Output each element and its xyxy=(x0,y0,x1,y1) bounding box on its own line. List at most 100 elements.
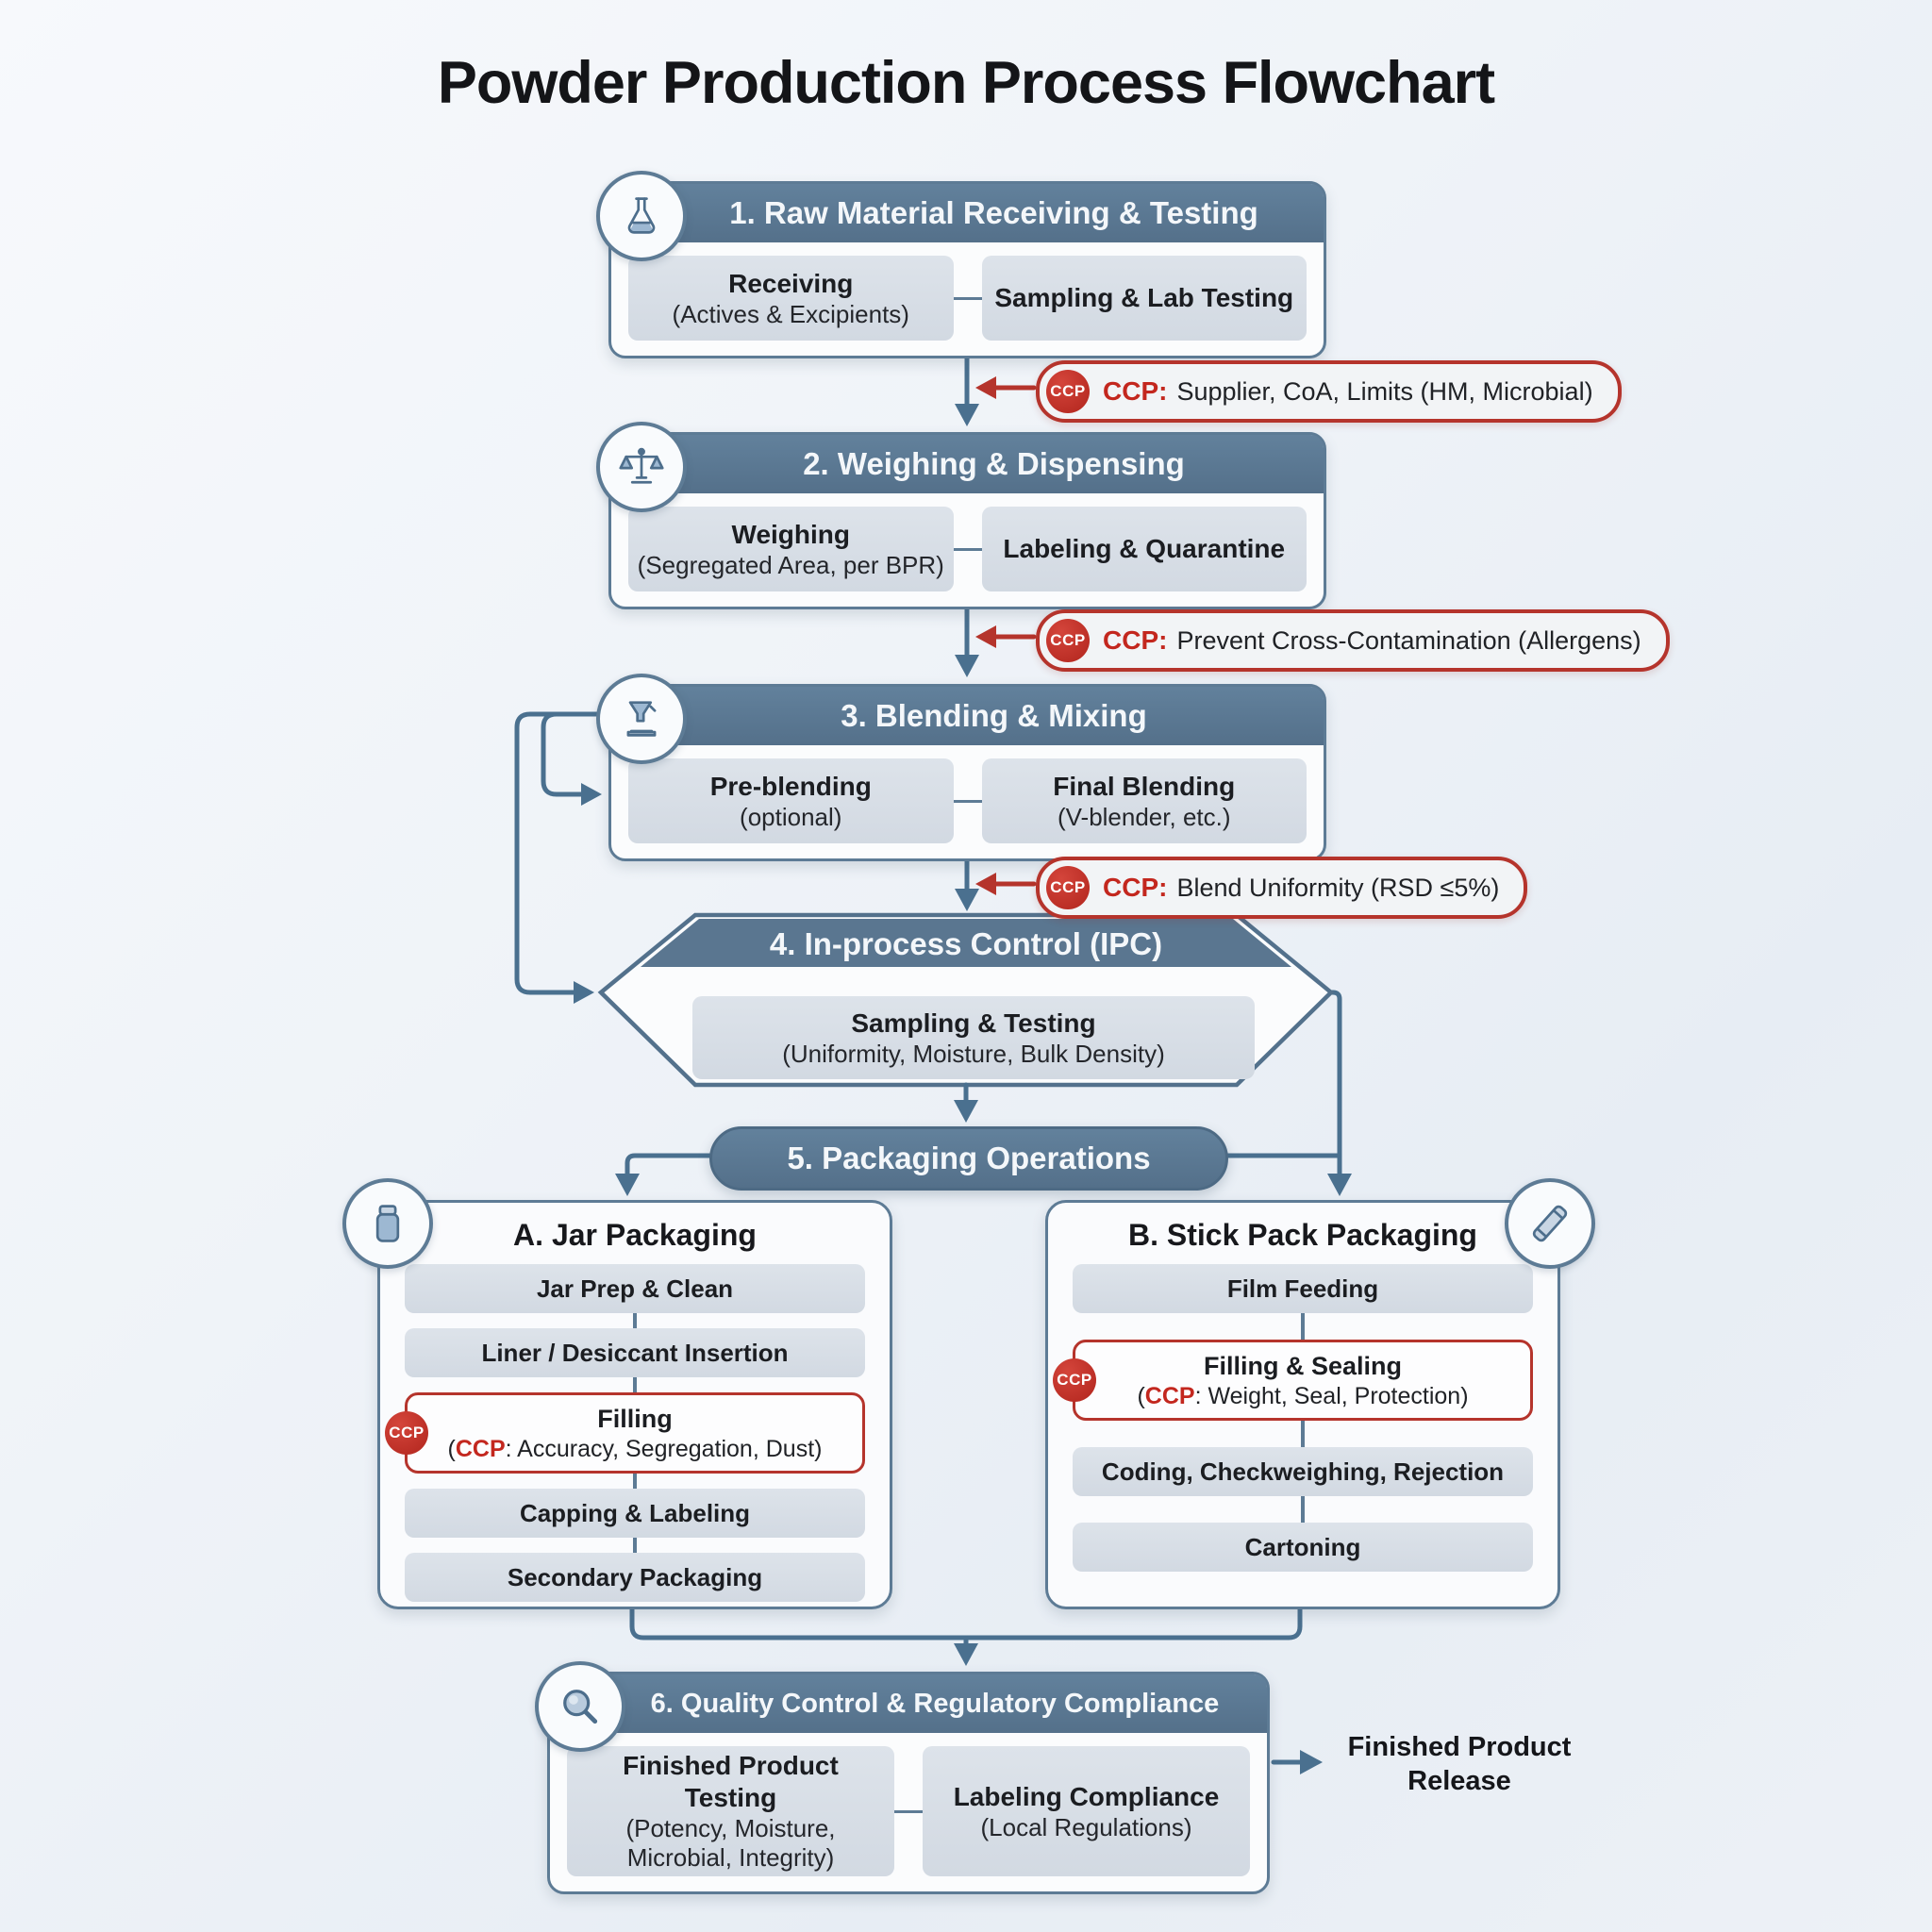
ccp-pointer-lines xyxy=(991,385,1037,887)
stage-1-title: 1. Raw Material Receiving & Testing xyxy=(611,184,1324,242)
stick-step-coding-checkweighing: Coding, Checkweighing, Rejection xyxy=(1073,1447,1533,1496)
ccp-label: CCP xyxy=(1144,1382,1195,1409)
ccp-badge-icon: CCP xyxy=(1046,370,1090,413)
stage-6-body: Finished Product Testing (Potency, Moist… xyxy=(550,1733,1267,1891)
stick-step-cartoning: Cartoning xyxy=(1073,1523,1533,1572)
stage-4-title: 4. In-process Control (IPC) xyxy=(769,926,1163,961)
loop-outer-arrowhead xyxy=(574,981,594,1004)
flask-icon xyxy=(596,171,687,261)
jar-column-title: A. Jar Packaging xyxy=(513,1218,757,1252)
substep-labeling-quarantine: Labeling & Quarantine xyxy=(981,507,1307,591)
substep-finished-product-testing: Finished Product Testing (Potency, Moist… xyxy=(567,1746,894,1876)
stick-step-film-feeding: Film Feeding xyxy=(1073,1264,1533,1313)
ccp-text: Prevent Cross-Contamination (Allergens) xyxy=(1176,625,1641,655)
funnel-icon xyxy=(596,674,687,764)
jar-step-secondary-packaging: Secondary Packaging xyxy=(405,1553,865,1602)
arrowhead-branch-right xyxy=(1327,1174,1352,1196)
substep-title: Sampling & Lab Testing xyxy=(994,283,1294,312)
substep-title: Final Blending xyxy=(1053,771,1236,801)
substep-detail: (V-blender, etc.) xyxy=(1057,802,1231,831)
step-connector xyxy=(1301,1496,1305,1523)
substep-detail: (Potency, Moisture, xyxy=(625,1814,836,1842)
stage-3-body: Pre-blending (optional) Final Blending (… xyxy=(611,745,1324,858)
jar-steps: Jar Prep & Clean Liner / Desiccant Inser… xyxy=(380,1253,890,1602)
substep-detail: (optional) xyxy=(740,802,842,831)
ccp-badge-icon: CCP xyxy=(385,1411,428,1455)
substep-weighing: Weighing (Segregated Area, per BPR) xyxy=(628,507,954,591)
jar-step-liner-desiccant: Liner / Desiccant Insertion xyxy=(405,1328,865,1377)
substep-detail: (Uniformity, Moisture, Bulk Density) xyxy=(782,1039,1165,1068)
ccp3-arrowhead xyxy=(975,873,996,895)
ccp-callout-3: CCP CCP: Blend Uniformity (RSD ≤5%) xyxy=(1036,857,1528,919)
step-connector xyxy=(633,1538,637,1553)
jar-ccp-filling-box: CCP Filling (CCP: Accuracy, Segregation,… xyxy=(385,1392,865,1474)
step-connector xyxy=(1301,1421,1305,1447)
substep-title: Labeling & Quarantine xyxy=(1003,534,1286,563)
ccp-text: : Weight, Seal, Protection) xyxy=(1194,1382,1469,1409)
stage-3-title: 3. Blending & Mixing xyxy=(611,687,1324,745)
ccp-pointer-arrowheads xyxy=(975,376,996,895)
stage-2-title: 2. Weighing & Dispensing xyxy=(611,435,1324,493)
ccp2-arrowhead xyxy=(975,625,996,648)
substep-detail: (Segregated Area, per BPR) xyxy=(637,550,944,579)
substep-detail: Microbial, Integrity) xyxy=(626,1843,835,1872)
ccp-step-detail: (CCP: Accuracy, Segregation, Dust) xyxy=(448,1435,823,1463)
ccp-callout-2: CCP CCP: Prevent Cross-Contamination (Al… xyxy=(1036,609,1670,672)
stage-6-quality-control-box: 6. Quality Control & Regulatory Complian… xyxy=(535,1661,1270,1894)
substep-title: Finished Product Testing xyxy=(623,1751,839,1812)
release-line-2: Release xyxy=(1407,1766,1511,1796)
ccp-badge-icon: CCP xyxy=(1046,866,1090,909)
stick-pack-icon xyxy=(1505,1178,1595,1269)
jar-step-prep-clean: Jar Prep & Clean xyxy=(405,1264,865,1313)
ccp-open-paren: ( xyxy=(447,1435,456,1462)
main-flow-arrowheads xyxy=(615,404,1352,1774)
arrowhead-3 xyxy=(955,889,979,911)
substep-receiving: Receiving (Actives & Excipients) xyxy=(628,256,954,341)
arrowhead-release xyxy=(1300,1750,1323,1774)
substep-title: Sampling & Testing xyxy=(851,1008,1096,1038)
ccp-step-detail: (CCP: Weight, Seal, Protection) xyxy=(1137,1382,1468,1410)
substep-connector xyxy=(953,296,982,300)
substep-pre-blending: Pre-blending (optional) xyxy=(628,758,954,843)
step-connector xyxy=(1301,1313,1305,1340)
substep-connector xyxy=(953,547,982,551)
substep-title: Pre-blending xyxy=(709,771,872,801)
loop-outer-line xyxy=(514,711,618,995)
stage-3-blending-box: 3. Blending & Mixing Pre-blending (optio… xyxy=(596,674,1326,861)
ccp-badge-icon: CCP xyxy=(1053,1358,1096,1402)
ccp-text: : Accuracy, Segregation, Dust) xyxy=(505,1435,823,1462)
jar-packaging-column: A. Jar Packaging Jar Prep & Clean Liner … xyxy=(342,1178,892,1609)
step-connector xyxy=(633,1474,637,1489)
substep-title: Receiving xyxy=(728,268,854,298)
loop-inner-arrowhead xyxy=(581,783,602,806)
substep-labeling-compliance: Labeling Compliance (Local Regulations) xyxy=(923,1746,1250,1876)
substep-detail: (Actives & Excipients) xyxy=(672,299,909,328)
ccp-text: Supplier, CoA, Limits (HM, Microbial) xyxy=(1176,376,1593,406)
arrowhead-merge xyxy=(954,1643,978,1666)
substep-connector xyxy=(894,1809,923,1813)
stage-5-packaging-pill: 5. Packaging Operations xyxy=(709,1126,1228,1191)
ccp1-arrowhead xyxy=(975,376,996,399)
stage-2-body: Weighing (Segregated Area, per BPR) Labe… xyxy=(611,493,1324,607)
hex-right-line xyxy=(1328,990,1342,1178)
stick-pack-packaging-column: B. Stick Pack Packaging Film Feeding CCP… xyxy=(1045,1178,1595,1609)
substep-sampling-lab-testing: Sampling & Lab Testing xyxy=(981,256,1307,341)
stick-ccp-filling-sealing-box: CCP Filling & Sealing (CCP: Weight, Seal… xyxy=(1053,1340,1533,1421)
branch-left-line xyxy=(625,1153,712,1178)
substep-ipc-sampling-testing: Sampling & Testing (Uniformity, Moisture… xyxy=(692,996,1255,1079)
ccp-label: CCP: xyxy=(1103,625,1168,655)
arrowhead-2 xyxy=(955,655,979,677)
substep-detail: (Local Regulations) xyxy=(980,1812,1192,1841)
substep-title: Weighing xyxy=(731,519,850,549)
stage-1-raw-material-box: 1. Raw Material Receiving & Testing Rece… xyxy=(596,171,1326,358)
ccp-badge-icon: CCP xyxy=(1046,619,1090,662)
stick-steps: Film Feeding CCP Filling & Sealing (CCP:… xyxy=(1048,1253,1557,1572)
ccp-step-title: Filling & Sealing xyxy=(1203,1351,1402,1380)
arrowhead-branch-left xyxy=(615,1174,640,1196)
ccp-callout-1: CCP CCP: Supplier, CoA, Limits (HM, Micr… xyxy=(1036,360,1622,423)
ccp-label: CCP: xyxy=(1103,873,1168,902)
ccp-text: Blend Uniformity (RSD ≤5%) xyxy=(1176,873,1500,902)
step-connector xyxy=(633,1377,637,1392)
substep-connector xyxy=(953,799,982,803)
